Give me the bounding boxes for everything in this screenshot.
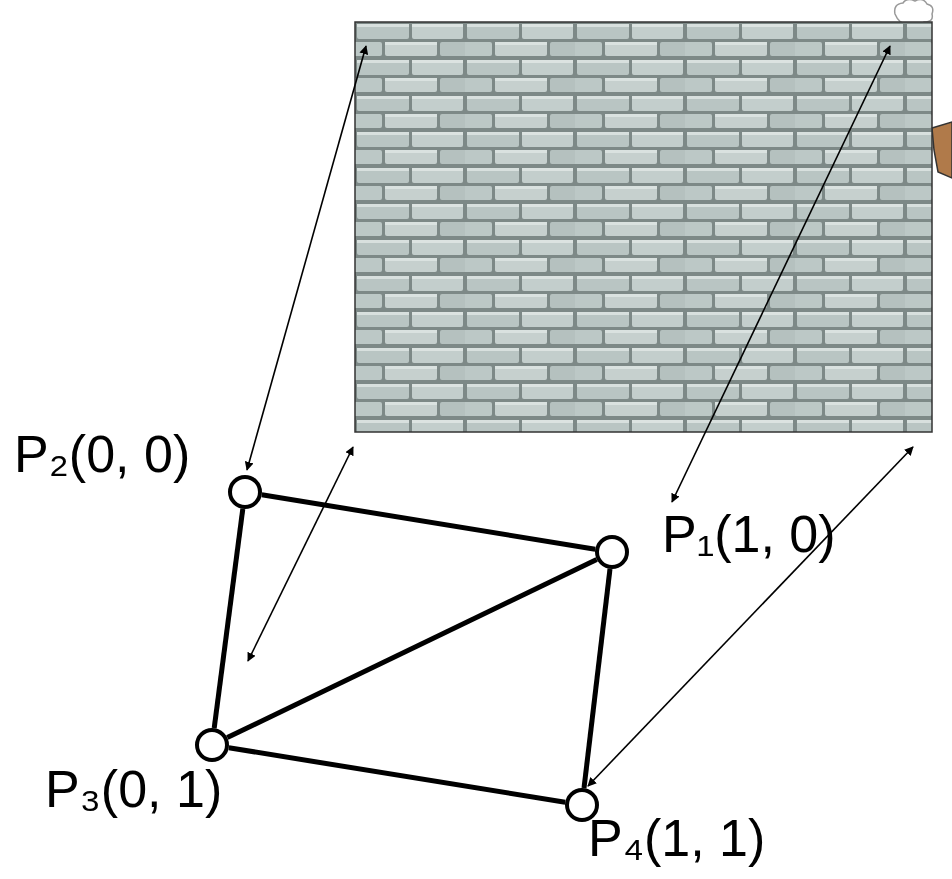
vertex-circle: P₂(0, 0)	[228, 475, 262, 509]
corner-arrow	[588, 447, 913, 786]
hand-fragment	[932, 122, 952, 178]
correspondence-arrows	[247, 46, 913, 786]
mesh-edge	[262, 495, 595, 550]
corner-arrow	[248, 447, 353, 661]
corner-arrow	[247, 46, 366, 470]
mesh-edge	[227, 559, 596, 737]
mesh-edge	[229, 748, 565, 803]
corner-arrow	[672, 46, 890, 502]
vertex-circle: P₄(1, 1)	[565, 788, 599, 822]
mesh-edge	[584, 569, 610, 788]
vertex-label: P₄(1, 1)	[588, 810, 765, 867]
vertex-label: P₃(0, 1)	[45, 761, 222, 818]
vertex-label: P₂(0, 0)	[14, 426, 190, 483]
vertex-label: P₁(1, 0)	[662, 506, 836, 563]
vertex-circle: P₁(1, 0)	[595, 535, 629, 569]
mesh-edge	[214, 509, 243, 728]
vertex-circle: P₃(0, 1)	[195, 728, 229, 762]
texture-image	[355, 22, 932, 432]
